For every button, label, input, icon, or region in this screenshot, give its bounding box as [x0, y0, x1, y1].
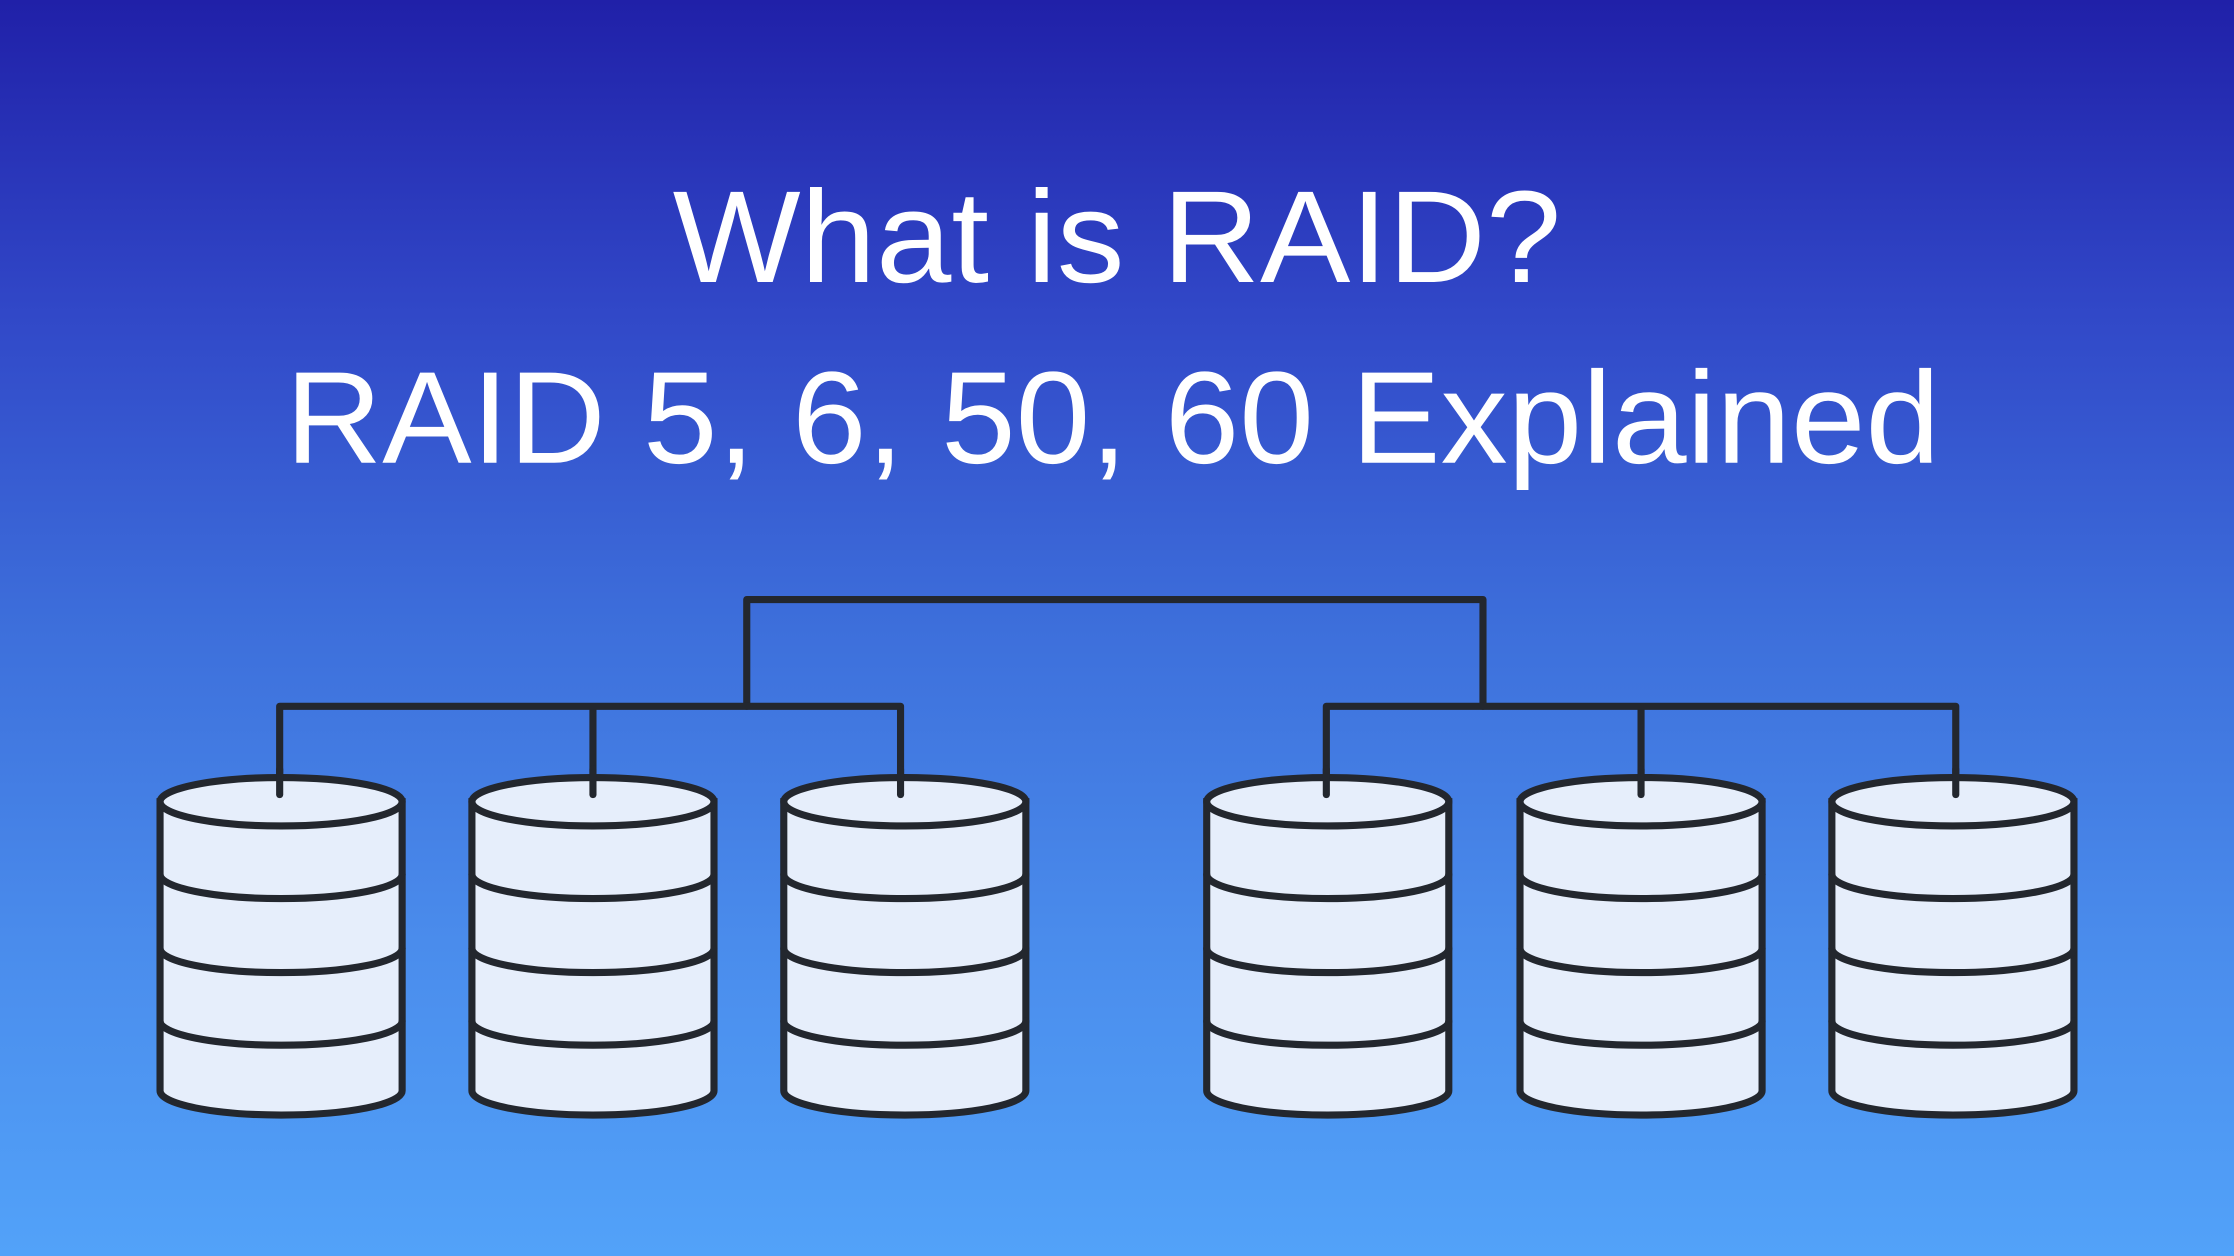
top-connector	[743, 595, 1487, 710]
disk-group	[156, 765, 2078, 1119]
disk-icon	[1828, 765, 2078, 1119]
title-line-2: RAID 5, 6, 50, 60 Explained	[285, 344, 1940, 491]
disk-platter-line	[1203, 1017, 1453, 1049]
disk-platter-line	[1828, 870, 2078, 903]
disk-platter-line	[1516, 1017, 1766, 1049]
disk-body	[1203, 798, 1453, 1119]
disk-icon	[156, 765, 406, 1119]
disk-icon	[780, 765, 1030, 1119]
disk-platter-line	[780, 1017, 1030, 1049]
disk-platter-line	[1828, 1017, 2078, 1049]
disk-icon	[1203, 765, 1453, 1119]
disk-icon	[468, 765, 718, 1119]
disk-body	[1516, 798, 1766, 1119]
disk-platter-line	[1516, 944, 1766, 977]
disk-icon	[1516, 765, 1766, 1119]
disk-platter-line	[1516, 870, 1766, 903]
disk-platter-line	[1828, 944, 2078, 977]
disk-platter-line	[468, 944, 718, 977]
disk-platter-line	[468, 870, 718, 903]
disk-top	[780, 773, 1030, 830]
disk-platter-line	[780, 870, 1030, 903]
disk-body	[780, 798, 1030, 1119]
disk-platter-line	[156, 944, 406, 977]
disk-body	[1828, 798, 2078, 1119]
tree-connectors	[276, 595, 1960, 799]
disk-body	[156, 798, 406, 1119]
disk-platter-line	[156, 1017, 406, 1049]
disk-platter-line	[780, 944, 1030, 977]
title-line-1: What is RAID?	[673, 163, 1562, 310]
disk-platter-line	[156, 870, 406, 903]
disk-body	[468, 798, 718, 1119]
disk-platter-line	[1203, 944, 1453, 977]
disk-platter-line	[1203, 870, 1453, 903]
disk-platter-line	[468, 1017, 718, 1049]
